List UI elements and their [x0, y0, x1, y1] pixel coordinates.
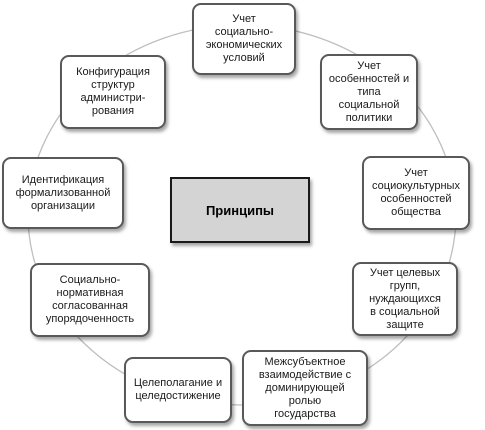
node-goal-setting: Целеполагание и целедостижение	[124, 357, 232, 423]
node-social-policy-type: Учет особенностей и типа социальной поли…	[320, 54, 418, 130]
node-label: Учет социально- экономических условий	[205, 13, 283, 64]
node-label: Идентификация формализованной организаци…	[15, 173, 111, 212]
node-socio-economic-conditions: Учет социально- экономических условий	[192, 3, 296, 75]
center-label: Принципы	[205, 202, 275, 218]
node-label: Социально- нормативная согласованная упо…	[45, 274, 135, 325]
node-target-groups: Учет целевых групп, нуждающихся в социал…	[352, 262, 458, 336]
node-label: Учет особенностей и типа социальной поли…	[328, 59, 410, 124]
node-administration-structures: Конфигурация структур администри- ровани…	[60, 55, 166, 129]
node-label: Конфигурация структур администри- ровани…	[76, 66, 150, 117]
node-label: Учет социокультурных особенностей общест…	[372, 167, 460, 218]
center-principles-box: Принципы	[170, 177, 310, 243]
node-intersubject-interaction: Межсубъектное взаимодействие с доминирую…	[242, 350, 368, 426]
node-normative-order: Социально- нормативная согласованная упо…	[30, 263, 150, 337]
node-label: Учет целевых групп, нуждающихся в социал…	[369, 266, 441, 331]
node-label: Целеполагание и целедостижение	[133, 377, 223, 402]
node-formal-organization: Идентификация формализованной организаци…	[2, 157, 124, 229]
node-sociocultural-features: Учет социокультурных особенностей общест…	[362, 156, 470, 230]
node-label: Межсубъектное взаимодействие с доминирую…	[258, 355, 352, 420]
